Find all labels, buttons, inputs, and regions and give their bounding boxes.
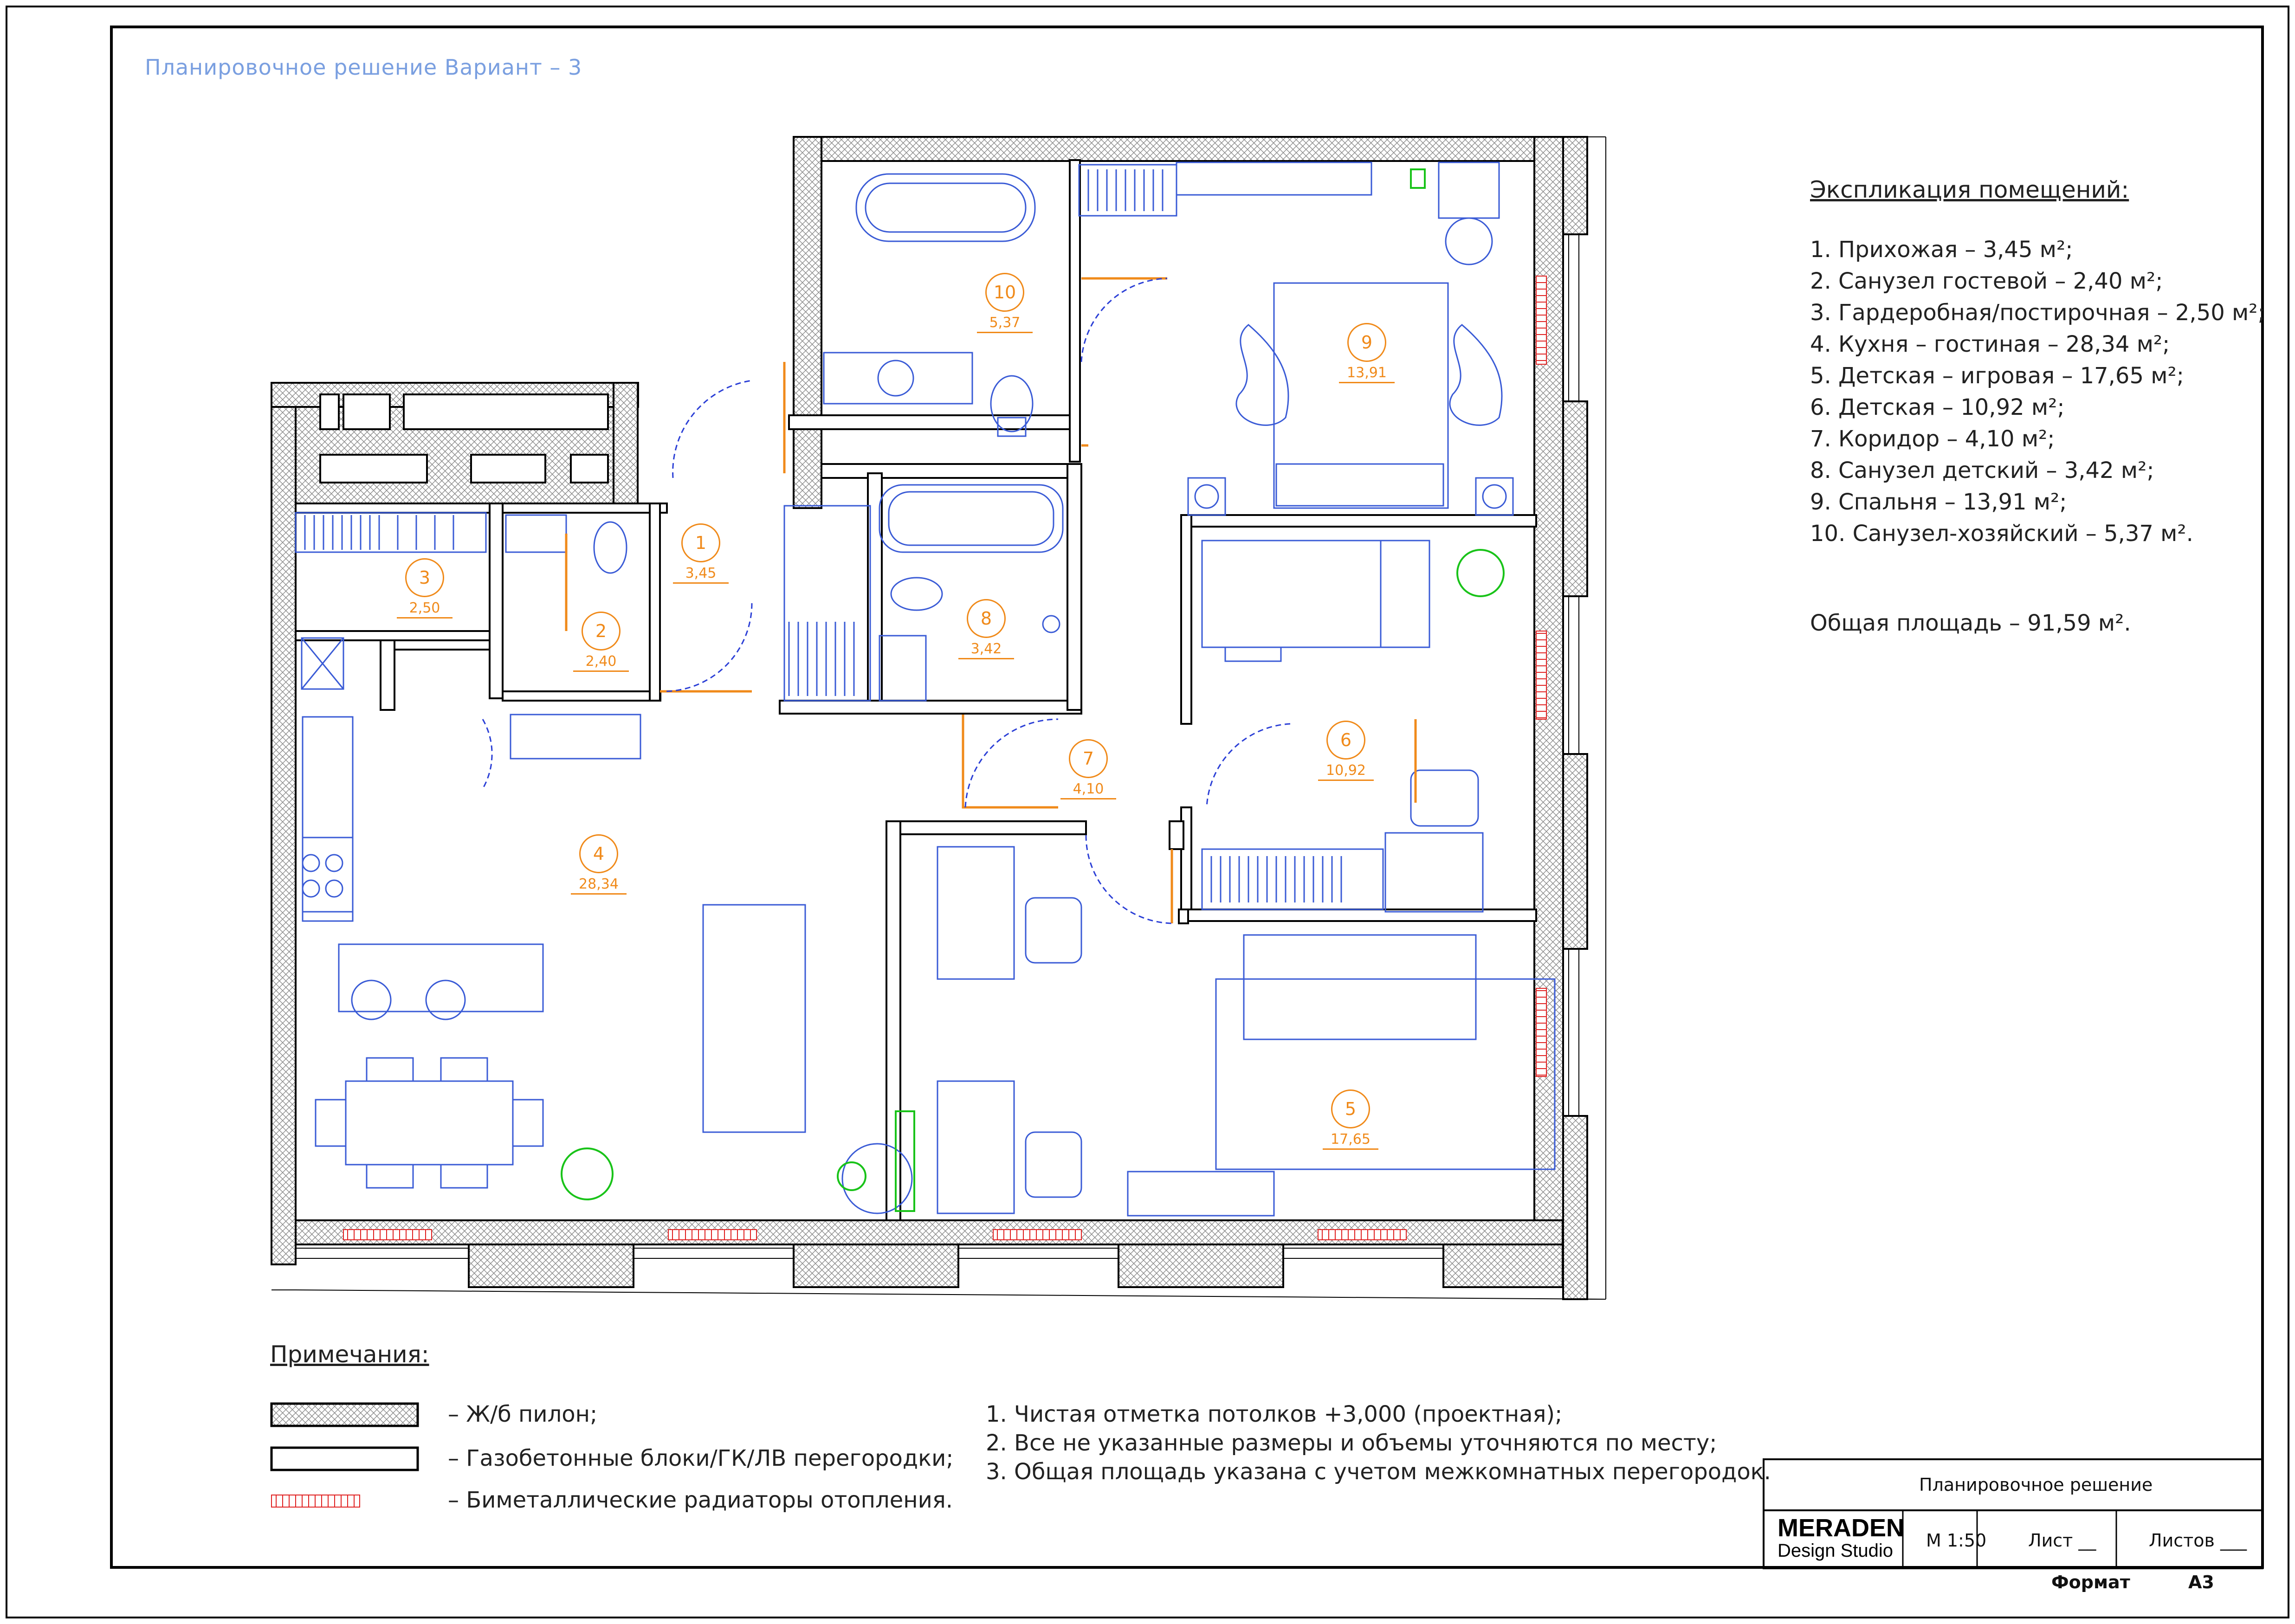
bathtub-kids bbox=[879, 484, 1064, 553]
brand-subtitle: Design Studio bbox=[1778, 1540, 1894, 1561]
sofa-living bbox=[702, 904, 806, 1133]
room-area-5: 17,65 bbox=[1323, 1131, 1378, 1150]
windows bbox=[272, 136, 1606, 1300]
explication-total: Общая площадь – 91,59 м². bbox=[1810, 610, 2131, 636]
stamp-sheets: Листов ___ bbox=[2149, 1530, 2247, 1551]
note-item: 2. Все не указанные размеры и объемы уто… bbox=[986, 1430, 1717, 1456]
stamp-sheet: Лист __ bbox=[2028, 1530, 2096, 1551]
dining-table bbox=[345, 1080, 514, 1166]
title-block bbox=[1763, 1458, 2263, 1569]
room-number-8: 8 bbox=[967, 599, 1006, 638]
explication-item: 1. Прихожая – 3,45 м²; bbox=[1810, 237, 2073, 263]
furniture bbox=[295, 161, 1556, 1217]
explication-item: 5. Детская – игровая – 17,65 м²; bbox=[1810, 363, 2184, 389]
room-number-9: 9 bbox=[1347, 323, 1386, 362]
note-item: 1. Чистая отметка потолков +3,000 (проек… bbox=[986, 1401, 1563, 1427]
note-item: 3. Общая площадь указана с учетом межком… bbox=[986, 1459, 1771, 1485]
room-number-7: 7 bbox=[1069, 739, 1108, 778]
explication-item: 6. Детская – 10,92 м²; bbox=[1810, 394, 2065, 420]
room-number-5: 5 bbox=[1331, 1089, 1370, 1128]
sofa-kids bbox=[1243, 934, 1477, 1040]
radiators bbox=[343, 276, 1547, 1240]
explication-title: Экспликация помещений: bbox=[1810, 176, 2129, 203]
room-area-10: 5,37 bbox=[977, 315, 1033, 333]
room-area-7: 4,10 bbox=[1060, 781, 1116, 799]
stamp-title: Планировочное решение bbox=[1919, 1475, 2153, 1495]
bed-kids bbox=[1201, 540, 1382, 648]
room-area-4: 28,34 bbox=[571, 876, 627, 895]
brand-logo: MERADEN bbox=[1778, 1514, 1905, 1542]
plan-title: Планировочное решение Вариант – 3 bbox=[145, 55, 582, 80]
room-area-6: 10,92 bbox=[1318, 762, 1374, 781]
room-number-10: 10 bbox=[985, 273, 1024, 312]
room-area-1: 3,45 bbox=[673, 565, 729, 584]
room-number-3: 3 bbox=[405, 558, 444, 597]
legend-radiator-text: – Биметаллические радиаторы отопления. bbox=[448, 1487, 953, 1513]
inner-frame bbox=[110, 26, 2264, 1569]
bed-master bbox=[1273, 282, 1449, 509]
room-area-2: 2,40 bbox=[573, 653, 629, 672]
format-label: Формат bbox=[2051, 1572, 2130, 1592]
room-number-6: 6 bbox=[1326, 721, 1365, 760]
room-area-9: 13,91 bbox=[1339, 365, 1395, 383]
format-value: А3 bbox=[2188, 1572, 2214, 1592]
legend-block-text: – Газобетонные блоки/ГК/ЛВ перегородки; bbox=[448, 1445, 954, 1471]
explication-item: 9. Спальня – 13,91 м²; bbox=[1810, 489, 2067, 515]
legend-pylon-swatch bbox=[270, 1402, 419, 1427]
explication-item: 7. Коридор – 4,10 м²; bbox=[1810, 426, 2055, 452]
outer-frame bbox=[6, 6, 2289, 1618]
interior-partitions bbox=[295, 159, 1537, 1221]
room-area-3: 2,50 bbox=[397, 600, 453, 619]
explication-item: 10. Санузел-хозяйский – 5,37 м². bbox=[1810, 521, 2193, 547]
legend-pylon-text: – Ж/б пилон; bbox=[448, 1401, 598, 1427]
doors bbox=[565, 277, 1417, 923]
stamp-scale: М 1:50 bbox=[1926, 1530, 1987, 1551]
explication-item: 4. Кухня – гостиная – 28,34 м²; bbox=[1810, 331, 2170, 357]
notes-title: Примечания: bbox=[270, 1341, 429, 1368]
legend-block-swatch bbox=[270, 1446, 419, 1471]
door-swings bbox=[482, 277, 1291, 924]
explication-item: 8. Санузел детский – 3,42 м²; bbox=[1810, 458, 2154, 483]
exterior-walls bbox=[271, 136, 1588, 1300]
room-number-4: 4 bbox=[579, 834, 618, 873]
bathtub-master bbox=[855, 173, 1036, 242]
room-number-1: 1 bbox=[681, 523, 720, 562]
legend-radiator-swatch bbox=[271, 1495, 360, 1508]
explication-item: 2. Санузел гостевой – 2,40 м²; bbox=[1810, 268, 2163, 294]
plants bbox=[561, 168, 1505, 1212]
explication-item: 3. Гардеробная/постирочная – 2,50 м²; bbox=[1810, 300, 2265, 326]
room-area-8: 3,42 bbox=[958, 641, 1014, 659]
room-number-2: 2 bbox=[582, 612, 621, 651]
